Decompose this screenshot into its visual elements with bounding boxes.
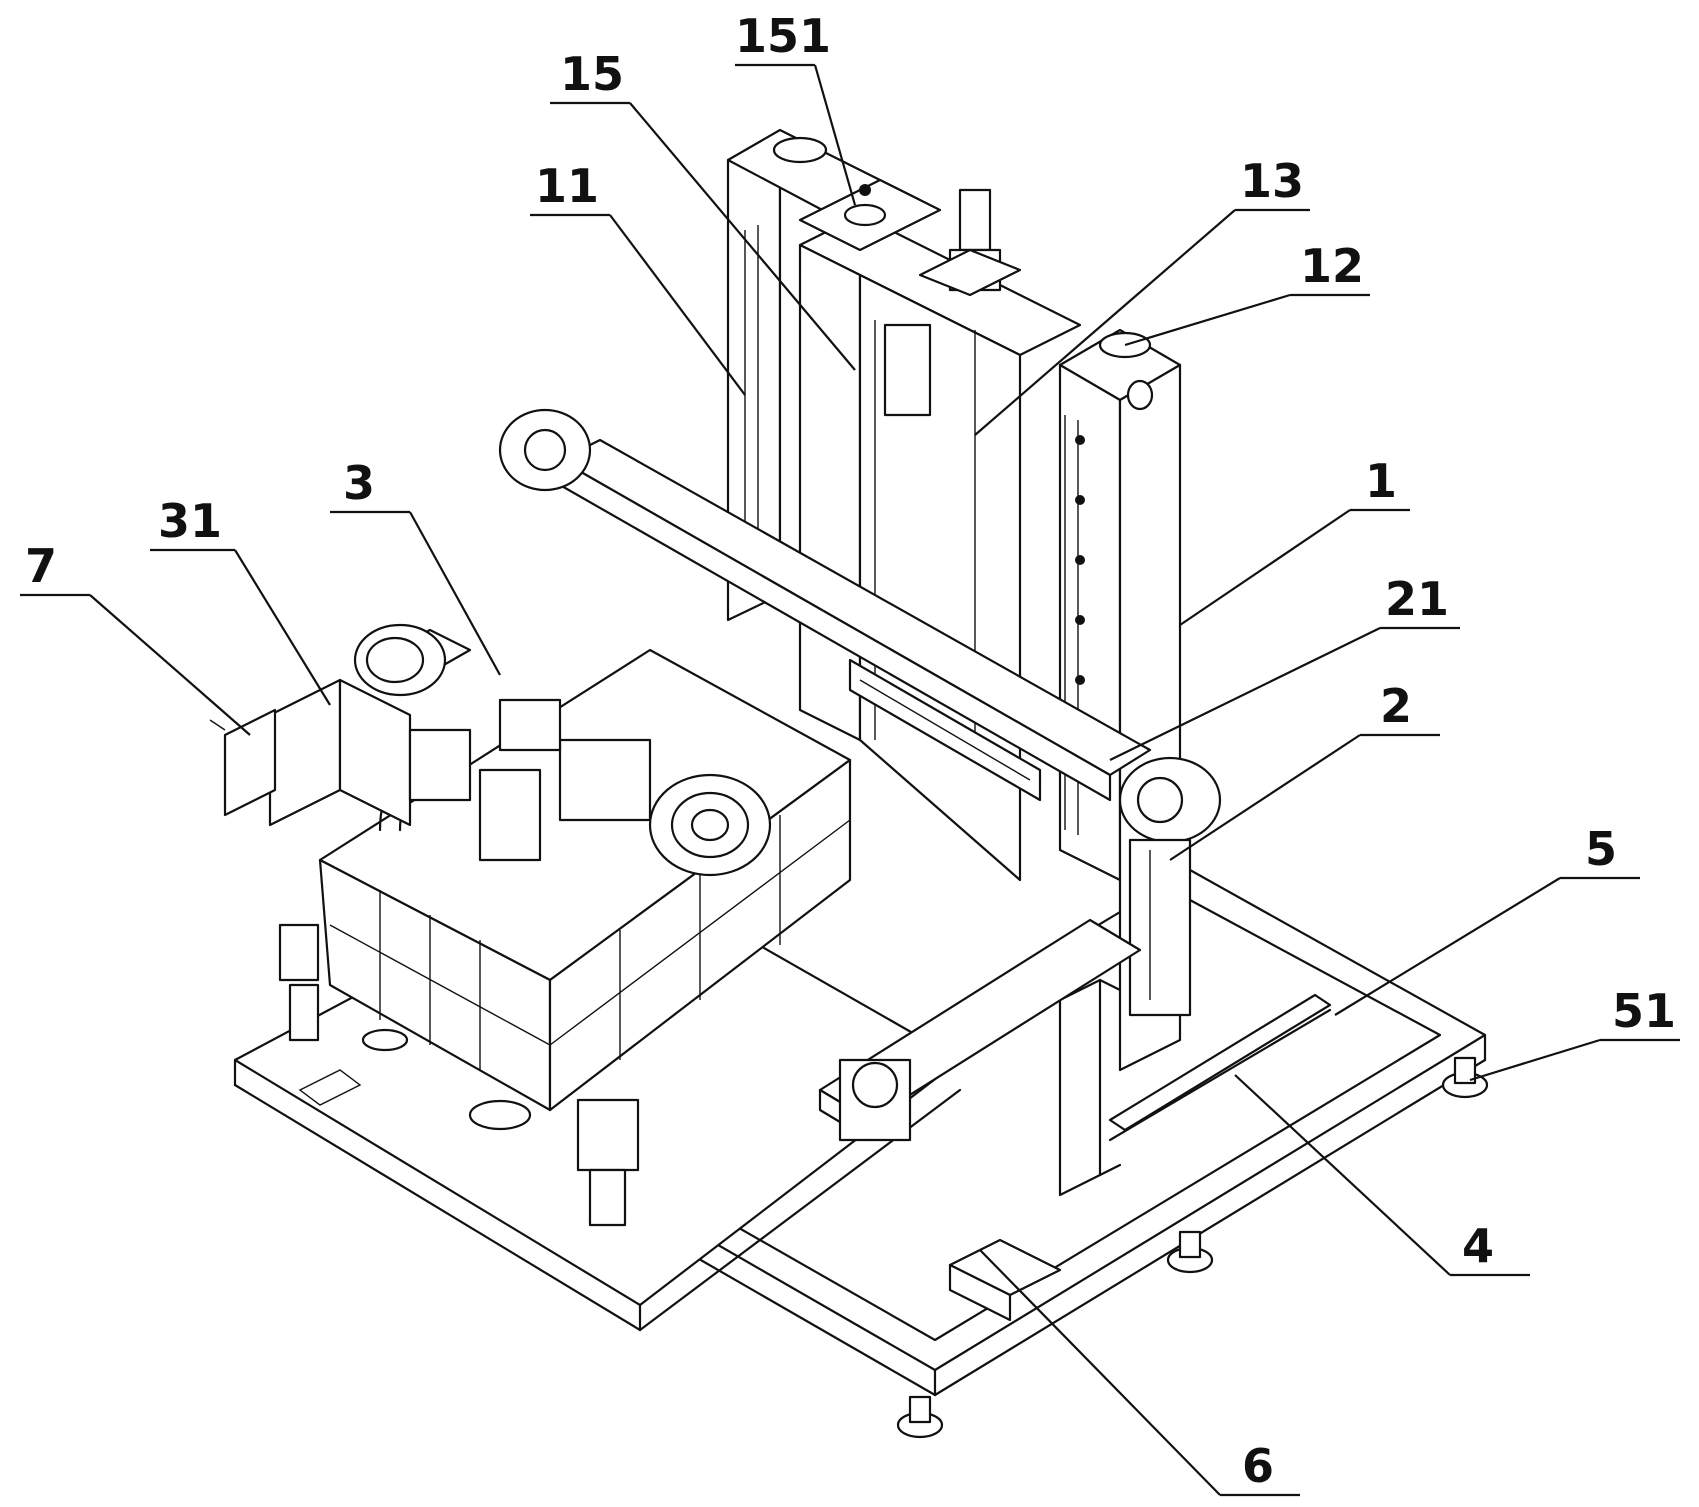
machine-box [278, 648, 852, 1227]
label-2: 2 [1380, 679, 1412, 733]
leader-lines [20, 63, 1680, 1497]
label-5: 5 [1585, 822, 1617, 876]
label-3: 3 [343, 456, 375, 510]
label-51: 51 [1612, 984, 1676, 1038]
label-21: 21 [1385, 572, 1449, 626]
label-11: 11 [535, 159, 599, 213]
label-13: 13 [1240, 154, 1304, 208]
label-151: 151 [735, 9, 831, 63]
label-1: 1 [1365, 454, 1397, 508]
label-15: 15 [560, 47, 624, 101]
label-31: 31 [158, 494, 222, 548]
lower-bracket [838, 1058, 1062, 1322]
label-4: 4 [1462, 1219, 1494, 1273]
label-6: 6 [1242, 1439, 1274, 1493]
label-7: 7 [25, 539, 57, 593]
label-12: 12 [1300, 239, 1364, 293]
reference-labels: 151 15 11 13 12 1 21 2 3 31 7 5 51 4 6 [25, 9, 1676, 1493]
motor-assembly [209, 623, 472, 827]
